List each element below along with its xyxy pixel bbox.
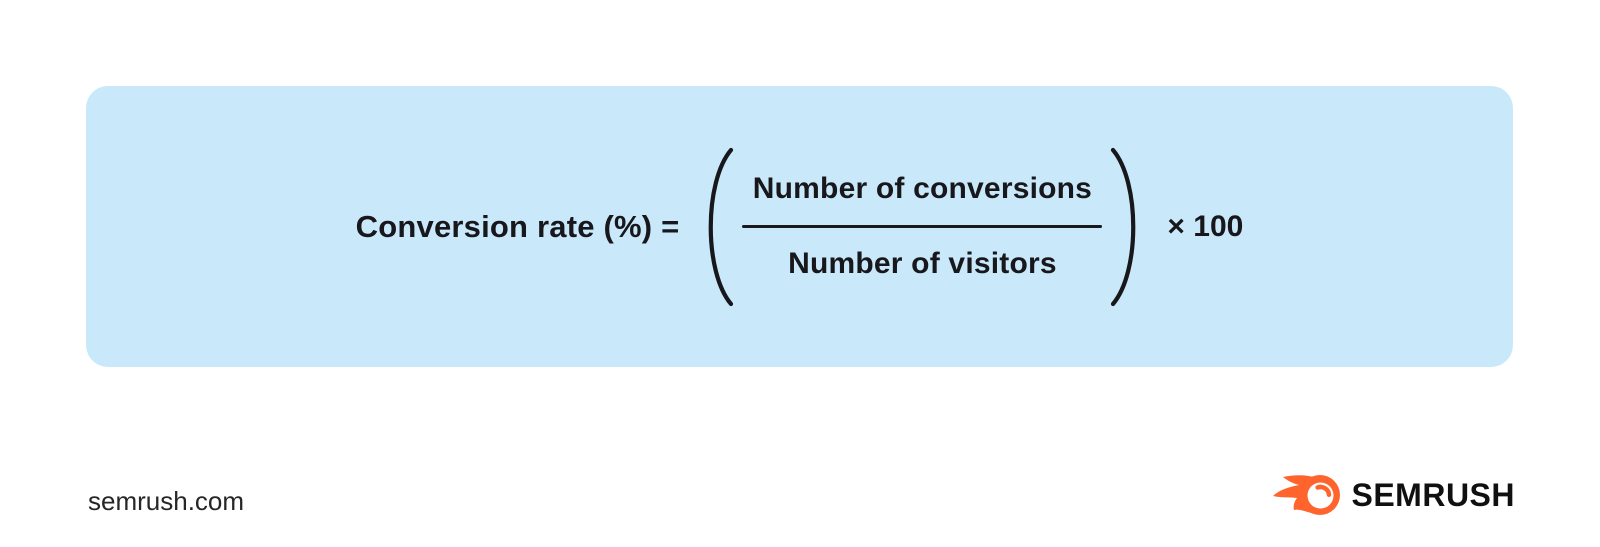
semrush-logo: SEMRUSH [1273,474,1515,516]
formula-panel: Conversion rate (%) = Number of conversi… [86,86,1513,367]
conversion-rate-formula: Conversion rate (%) = Number of conversi… [355,146,1244,308]
numerator-text: Number of conversions [752,172,1093,206]
semrush-flame-icon [1273,474,1341,516]
brand-wordmark: SEMRUSH [1351,476,1515,513]
fraction: Number of conversions Number of visitors [742,171,1103,282]
fraction-bar [742,225,1103,228]
source-site-label: semrush.com [88,486,245,516]
formula-lhs: Conversion rate (%) = [355,208,680,244]
left-parenthesis-icon [693,146,737,308]
denominator-text: Number of visitors [788,246,1057,280]
right-parenthesis-icon [1107,146,1151,308]
formula-multiplier: × 100 [1167,209,1244,243]
